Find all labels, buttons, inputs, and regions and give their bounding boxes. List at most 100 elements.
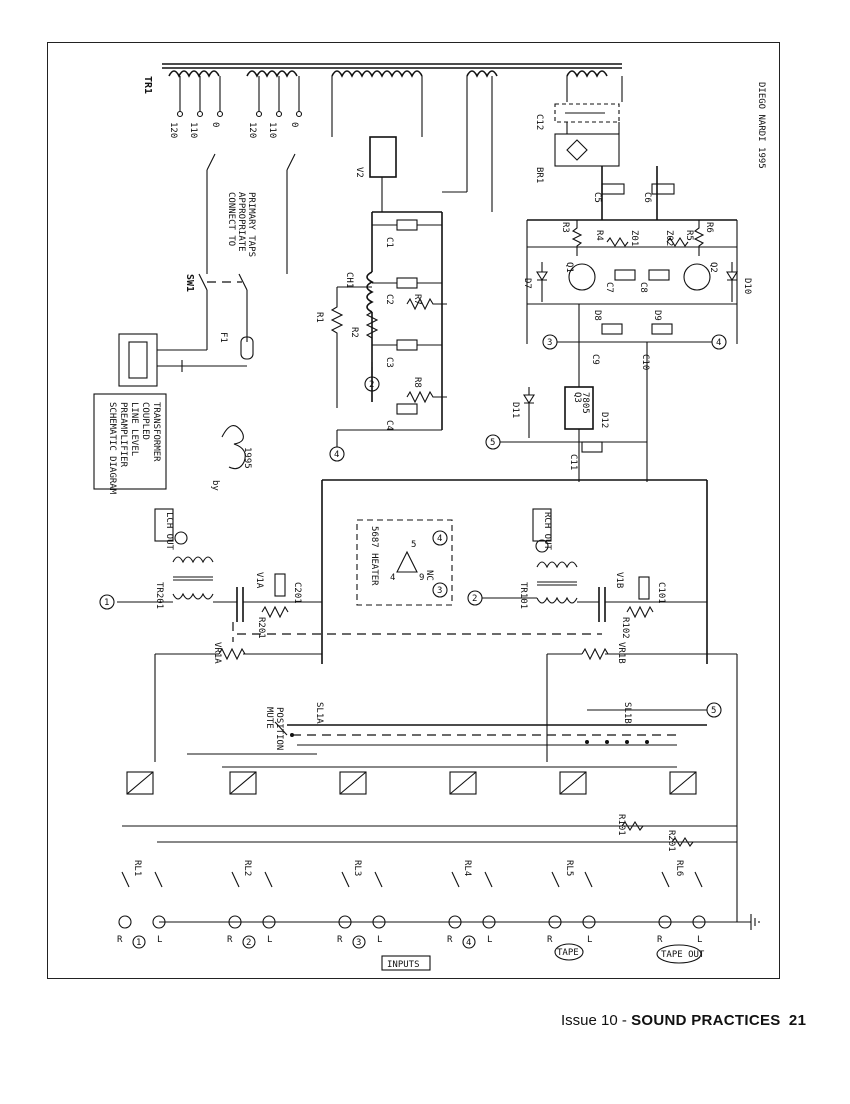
primary-winding-1 xyxy=(168,70,220,78)
relay-coil xyxy=(126,771,154,795)
q1-label: Q1 xyxy=(564,262,574,273)
d8-label: D8 xyxy=(592,310,602,321)
relay-rl3: RL3 xyxy=(338,860,386,929)
cap-c1 xyxy=(396,219,418,231)
r1-label: R1 xyxy=(314,312,324,323)
rectifier-v2 xyxy=(369,136,397,178)
relay-coil xyxy=(669,771,697,795)
relay-coil xyxy=(339,771,367,795)
choke-ch1 xyxy=(366,271,374,313)
cap-c8 xyxy=(648,269,670,281)
d10-label: D10 xyxy=(742,278,752,294)
svg-text:RL2: RL2 xyxy=(242,860,252,876)
c1-label: C1 xyxy=(384,237,394,248)
hv-supply: V2 CH1 C1 C2 R1 R2 R7 C3 R8 C4 xyxy=(314,76,493,462)
tap-label: 120 xyxy=(168,122,178,138)
primary-note: PRIMARY TAPS xyxy=(246,192,256,257)
v1b-label: V1B xyxy=(614,572,624,588)
heater-title: 5687 HEATER xyxy=(369,526,379,586)
svg-text:L: L xyxy=(377,935,382,945)
relay-rl4: RL4 xyxy=(448,860,496,929)
d11-label: D11 xyxy=(510,402,520,418)
svg-text:3: 3 xyxy=(356,938,361,948)
cap-c7 xyxy=(614,269,636,281)
input-labels: R L 1 R L 2 R L 3 R L 4 R L TAPE R L TAP… xyxy=(117,935,705,971)
node-4 xyxy=(711,334,727,350)
tr101-label: TR101 xyxy=(518,582,528,609)
cap-c5 xyxy=(601,183,625,195)
resistor-r1 xyxy=(330,287,344,408)
diode-d7 xyxy=(536,262,548,302)
sl1a-label: SL1A xyxy=(314,702,324,724)
tap-label: 110 xyxy=(188,122,198,138)
ch1-label: CH1 xyxy=(344,272,354,288)
resistor-r7 xyxy=(406,297,447,311)
lv-supply: C12 BR1 C5 C6 R3 R4 Z01 Z02 R5 R6 Q1 Q2 … xyxy=(485,76,752,482)
primary-note: CONNECT TO xyxy=(226,192,236,246)
svg-text:1995: 1995 xyxy=(242,447,252,469)
f1-label: F1 xyxy=(218,332,228,343)
issue-label: Issue 10 xyxy=(561,1012,618,1029)
svg-text:by: by xyxy=(210,480,220,491)
cap-c101 xyxy=(638,576,650,600)
svg-text:RL4: RL4 xyxy=(462,860,472,876)
title-line: PREAMPLIFIER xyxy=(118,402,128,468)
v2-label: V2 xyxy=(354,167,364,178)
r201-label: R201 xyxy=(256,617,266,639)
svg-text:R: R xyxy=(227,935,233,945)
title-line: LINE LEVEL xyxy=(129,402,139,456)
resistor-r4 xyxy=(606,236,629,248)
svg-text:TAPE: TAPE xyxy=(557,948,579,958)
right-channel: RCH OUT TR101 2 V1B C101 R102 VR1B xyxy=(467,508,737,762)
resistor-r102 xyxy=(626,605,654,619)
cap-c10 xyxy=(651,323,673,335)
c11-label: C11 xyxy=(568,454,578,470)
secondary-winding-hv xyxy=(331,70,423,78)
cap-c4 xyxy=(396,403,418,415)
footer-separator: - xyxy=(617,1012,632,1029)
z02-label: Z02 xyxy=(664,230,674,246)
lch-out-jack xyxy=(174,531,188,545)
page-footer: Issue 10 - SOUND PRACTICES 21 xyxy=(561,1012,806,1029)
resistor-r8 xyxy=(406,390,447,404)
node-label: 4 xyxy=(334,450,339,460)
node-label: 2 xyxy=(369,380,374,390)
transistor-q2 xyxy=(683,263,711,291)
rch-out-label: RCH OUT xyxy=(542,512,552,551)
svg-text:RL5: RL5 xyxy=(564,860,574,876)
mute-label: POSITION xyxy=(274,707,284,750)
cap-c3 xyxy=(396,339,418,351)
relay-coil xyxy=(449,771,477,795)
r2-label: R2 xyxy=(349,327,359,338)
inputs-label: INPUTS xyxy=(387,960,420,970)
svg-text:5: 5 xyxy=(411,540,416,550)
q2-label: Q2 xyxy=(708,262,718,273)
c8-label: C8 xyxy=(638,282,648,293)
svg-text:TAPE OUT: TAPE OUT xyxy=(661,950,705,960)
node-label: 4 xyxy=(716,338,721,348)
lch-out-label: LCH OUT xyxy=(164,512,174,551)
rch-out-jack xyxy=(535,539,549,553)
relay-rl5: RL5 xyxy=(548,860,596,929)
title-block: TRANSFORMER COUPLED LINE LEVEL PREAMPLIF… xyxy=(93,393,167,495)
c9-label: C9 xyxy=(590,354,600,365)
r5-label: R5 xyxy=(684,230,694,241)
node-label: 1 xyxy=(104,598,109,608)
r101-label: R101 xyxy=(616,814,626,836)
tr101-secondary xyxy=(536,561,578,569)
relay-rl1: RL1 xyxy=(118,860,166,929)
svg-text:1: 1 xyxy=(136,938,141,948)
primary-note: APPROPRIATE xyxy=(236,192,246,252)
node-label: 3 xyxy=(547,338,552,348)
vr1b-label: VR1B xyxy=(616,642,626,664)
regulator-ref: Q3 xyxy=(572,392,582,403)
secondary-winding-heater xyxy=(466,70,498,78)
d12-label: D12 xyxy=(599,412,609,428)
secondary-winding-dc xyxy=(566,70,608,78)
page-number: 21 xyxy=(788,1012,807,1029)
c6-label: C6 xyxy=(642,192,652,203)
svg-text:L: L xyxy=(697,935,702,945)
diode-d11 xyxy=(523,387,535,438)
svg-text:R: R xyxy=(117,935,123,945)
r4-label: R4 xyxy=(594,230,604,241)
